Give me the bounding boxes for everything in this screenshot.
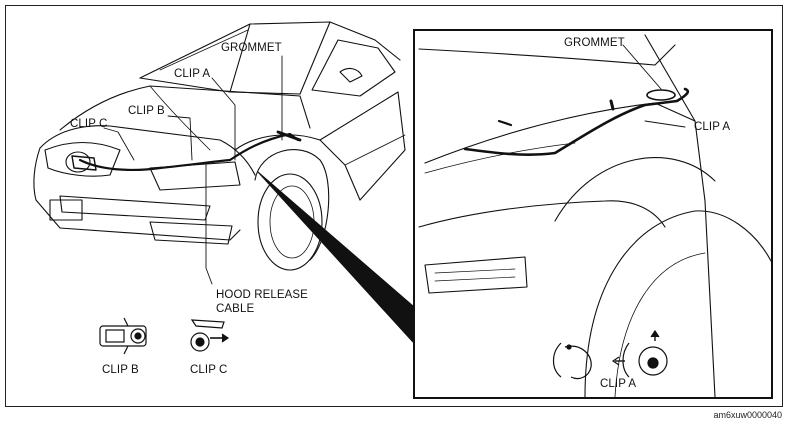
hood-release-cable bbox=[78, 132, 300, 172]
clip-a-detail-label: CLIP A bbox=[600, 378, 637, 390]
clip-b-label: CLIP B bbox=[128, 105, 165, 117]
clip-b-legend-label: CLIP B bbox=[102, 364, 139, 376]
clip-a-label: CLIP A bbox=[174, 68, 211, 80]
front-wheel bbox=[257, 173, 323, 271]
headlight-top bbox=[39, 125, 256, 176]
fender-line bbox=[234, 134, 361, 201]
clip-c-legend-label: CLIP C bbox=[190, 364, 228, 376]
figure-frame bbox=[5, 5, 783, 407]
inset-fender-top bbox=[424, 102, 696, 164]
hood-release-cable-label-line2: CABLE bbox=[216, 303, 255, 315]
side-window bbox=[311, 39, 396, 97]
figure-code: am6xuw0000040 bbox=[713, 410, 782, 420]
inset-grommet-label: GROMMET bbox=[564, 37, 625, 49]
bumper-outline bbox=[33, 147, 241, 241]
inset-illustration bbox=[418, 34, 772, 398]
fog-lamp bbox=[149, 221, 233, 245]
side-mirror bbox=[339, 67, 363, 83]
clip-c-label: CLIP C bbox=[70, 118, 108, 130]
inset-fog-lamp bbox=[424, 256, 528, 294]
zoom-wedge bbox=[257, 171, 414, 343]
license-plate bbox=[49, 199, 83, 221]
inset-body-line bbox=[418, 200, 666, 228]
detail-inset bbox=[413, 29, 773, 399]
front-door bbox=[319, 91, 406, 201]
inset-clip-a-label: CLIP A bbox=[694, 121, 731, 133]
inset-hood-edge bbox=[418, 44, 676, 66]
a-pillar-left bbox=[229, 23, 251, 93]
clip-c-legend-icon bbox=[190, 319, 230, 352]
a-pillar-right bbox=[299, 21, 331, 95]
clip-a-detail-icon bbox=[552, 329, 668, 380]
grommet-label: GROMMET bbox=[221, 42, 282, 54]
headlight-right bbox=[149, 161, 241, 191]
cowl-line bbox=[139, 77, 301, 95]
front-emblem bbox=[65, 151, 91, 173]
inset-grommet bbox=[646, 89, 676, 101]
lower-grille bbox=[59, 195, 211, 221]
headlight-left bbox=[44, 142, 121, 177]
cable-latch bbox=[71, 155, 97, 171]
inset-clip-a-mark bbox=[609, 99, 615, 111]
inset-wheel-arch bbox=[554, 157, 716, 222]
inset-hood-release-cable bbox=[463, 87, 690, 156]
inset-tire bbox=[584, 210, 772, 398]
hood-release-cable-label-line1: HOOD RELEASE bbox=[216, 289, 308, 301]
inset-a-pillar bbox=[644, 34, 716, 398]
clip-b-legend-icon bbox=[99, 317, 147, 355]
